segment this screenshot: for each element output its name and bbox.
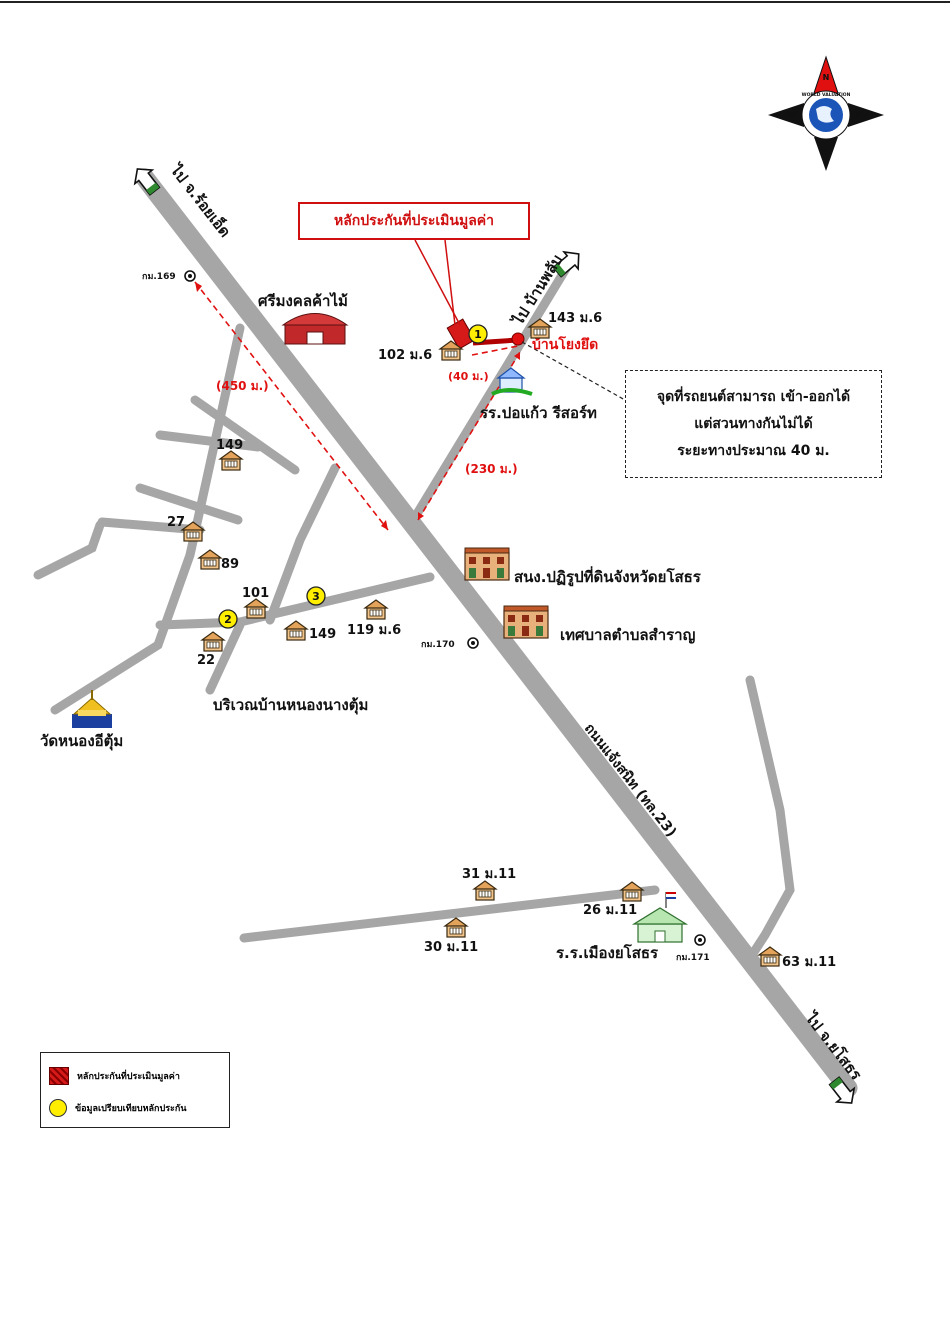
- house-icon: [244, 598, 268, 619]
- comparable-marker-1: 1: [468, 324, 488, 344]
- house-label-30: 30 ม.11: [424, 940, 478, 955]
- road-village-2: [155, 430, 263, 452]
- legend-comparable-label: ข้อมูลเปรียบเทียบหลักประกัน: [75, 1104, 187, 1114]
- school-icon: [631, 892, 689, 943]
- municipality-office-icon: [503, 605, 549, 639]
- house-icon: [620, 881, 644, 902]
- comparable-marker-2: 2: [218, 609, 238, 629]
- map-legend: หลักประกันที่ประเมินมูลค่า ข้อมูลเปรียบเ…: [40, 1052, 230, 1128]
- road-village-7: [205, 620, 245, 695]
- landmark-land-reform: สนง.ปฏิรูปที่ดินจังหวัดยโสธร: [514, 566, 702, 587]
- km-170-post: [467, 637, 479, 649]
- sri-mongkol-warehouse-icon: [281, 313, 349, 345]
- access-note-pointer: [521, 341, 626, 401]
- road-to-ban-phalap: [407, 257, 575, 527]
- resort-icon: [491, 367, 533, 396]
- house-label-119: 119 ม.6: [347, 623, 401, 638]
- distance-450m: (450 ม.): [216, 379, 269, 393]
- svg-text:N: N: [823, 73, 830, 82]
- house-label-89: 89: [221, 557, 239, 572]
- subject-callout: หลักประกันที่ประเมินมูลค่า: [298, 202, 530, 240]
- landmark-sri-mongkol: ศรีมงคลค้าไม้: [258, 291, 348, 310]
- house-icon: [473, 880, 497, 901]
- road-village-6: [265, 463, 340, 625]
- house-icon: [219, 450, 243, 471]
- house-icon: [201, 631, 225, 652]
- access-note-line-1: จุดที่รถยนต์สามารถ เข้า-ออกได้: [656, 388, 851, 405]
- house-label-149a: 149: [216, 438, 243, 453]
- landmark-school: ร.ร.เมืองยโสธร: [556, 943, 659, 962]
- house-label-26: 26 ม.11: [583, 903, 637, 918]
- access-note-box: จุดที่รถยนต์สามารถ เข้า-ออกได้ แต่สวนทาง…: [625, 370, 882, 478]
- house-icon: [364, 599, 388, 620]
- svg-text:2: 2: [224, 613, 232, 626]
- svg-text:3: 3: [312, 590, 320, 603]
- svg-text:S: S: [823, 148, 829, 157]
- house-label-102: 102 ม.6: [378, 348, 432, 363]
- house-icon: [198, 549, 222, 570]
- house-label-149b: 149: [309, 627, 336, 642]
- road-village-3: [135, 483, 243, 525]
- road-south-west: [239, 885, 660, 943]
- landmark-municipality: เทศบาลตำบลสำราญ: [560, 626, 696, 644]
- house-label-101: 101: [242, 586, 269, 601]
- road-south-east: [745, 675, 795, 960]
- subject-callout-pointer-2: [444, 239, 456, 326]
- access-note-line-3: ระยะทางประมาณ 40 ม.: [677, 442, 830, 459]
- landmark-ban-yiet: บ้านโยงยึด: [532, 335, 598, 353]
- house-label-63: 63 ม.11: [782, 955, 836, 970]
- km-171-label: กม.171: [676, 953, 710, 963]
- house-icon: [758, 946, 782, 967]
- compass-rose-icon: N S E W WORLD VALUATION: [768, 55, 884, 171]
- access-point-marker: [511, 332, 525, 346]
- house-label-143: 143 ม.6: [548, 311, 602, 326]
- legend-row-subject: หลักประกันที่ประเมินมูลค่า: [49, 1067, 180, 1085]
- access-note-line-2: แต่สวนทางกันไม่ได้: [694, 415, 813, 432]
- km-170-label: กม.170: [421, 640, 455, 650]
- km-171-post: [694, 934, 706, 946]
- temple-icon: [72, 690, 112, 728]
- svg-text:WORLD VALUATION: WORLD VALUATION: [802, 92, 851, 98]
- km-169-post: [184, 270, 196, 282]
- road-name-label: ถนนแจ้งสนิท (ทล.23): [581, 721, 679, 841]
- distance-40m: (40 ม.): [448, 370, 489, 383]
- main-road-highway-23: [135, 168, 858, 1098]
- legend-subject-label: หลักประกันที่ประเมินมูลค่า: [77, 1072, 180, 1082]
- comparable-marker-3: 3: [306, 586, 326, 606]
- svg-text:1: 1: [474, 328, 482, 341]
- legend-comparable-swatch-icon: [49, 1099, 67, 1117]
- landmark-wat: วัดหนองอีตุ้ม: [40, 732, 123, 751]
- svg-text:E: E: [856, 111, 861, 120]
- distance-arrowheads: [195, 282, 520, 530]
- house-label-31: 31 ม.11: [462, 867, 516, 882]
- road-village-west: [155, 572, 435, 630]
- land-reform-office-icon: [464, 547, 510, 581]
- legend-row-comparable: ข้อมูลเปรียบเทียบหลักประกัน: [49, 1099, 187, 1117]
- house-label-22: 22: [197, 653, 215, 668]
- road-village-1: [190, 395, 300, 475]
- house-icon: [444, 917, 468, 938]
- km-169-label: กม.169: [142, 272, 176, 282]
- distance-230m: (230 ม.): [465, 462, 518, 476]
- road-network: [33, 168, 858, 1098]
- landmark-resort: รร.ปอแก้ว รีสอร์ท: [480, 404, 597, 422]
- subject-callout-pointer: [414, 239, 461, 326]
- road-village-4: [33, 520, 105, 580]
- landmark-village-area: บริเวณบ้านหนองนางตุ้ม: [213, 696, 368, 715]
- legend-subject-swatch-icon: [49, 1067, 69, 1085]
- svg-text:W: W: [788, 111, 797, 120]
- house-icon: [284, 620, 308, 641]
- house-label-27: 27: [167, 515, 185, 530]
